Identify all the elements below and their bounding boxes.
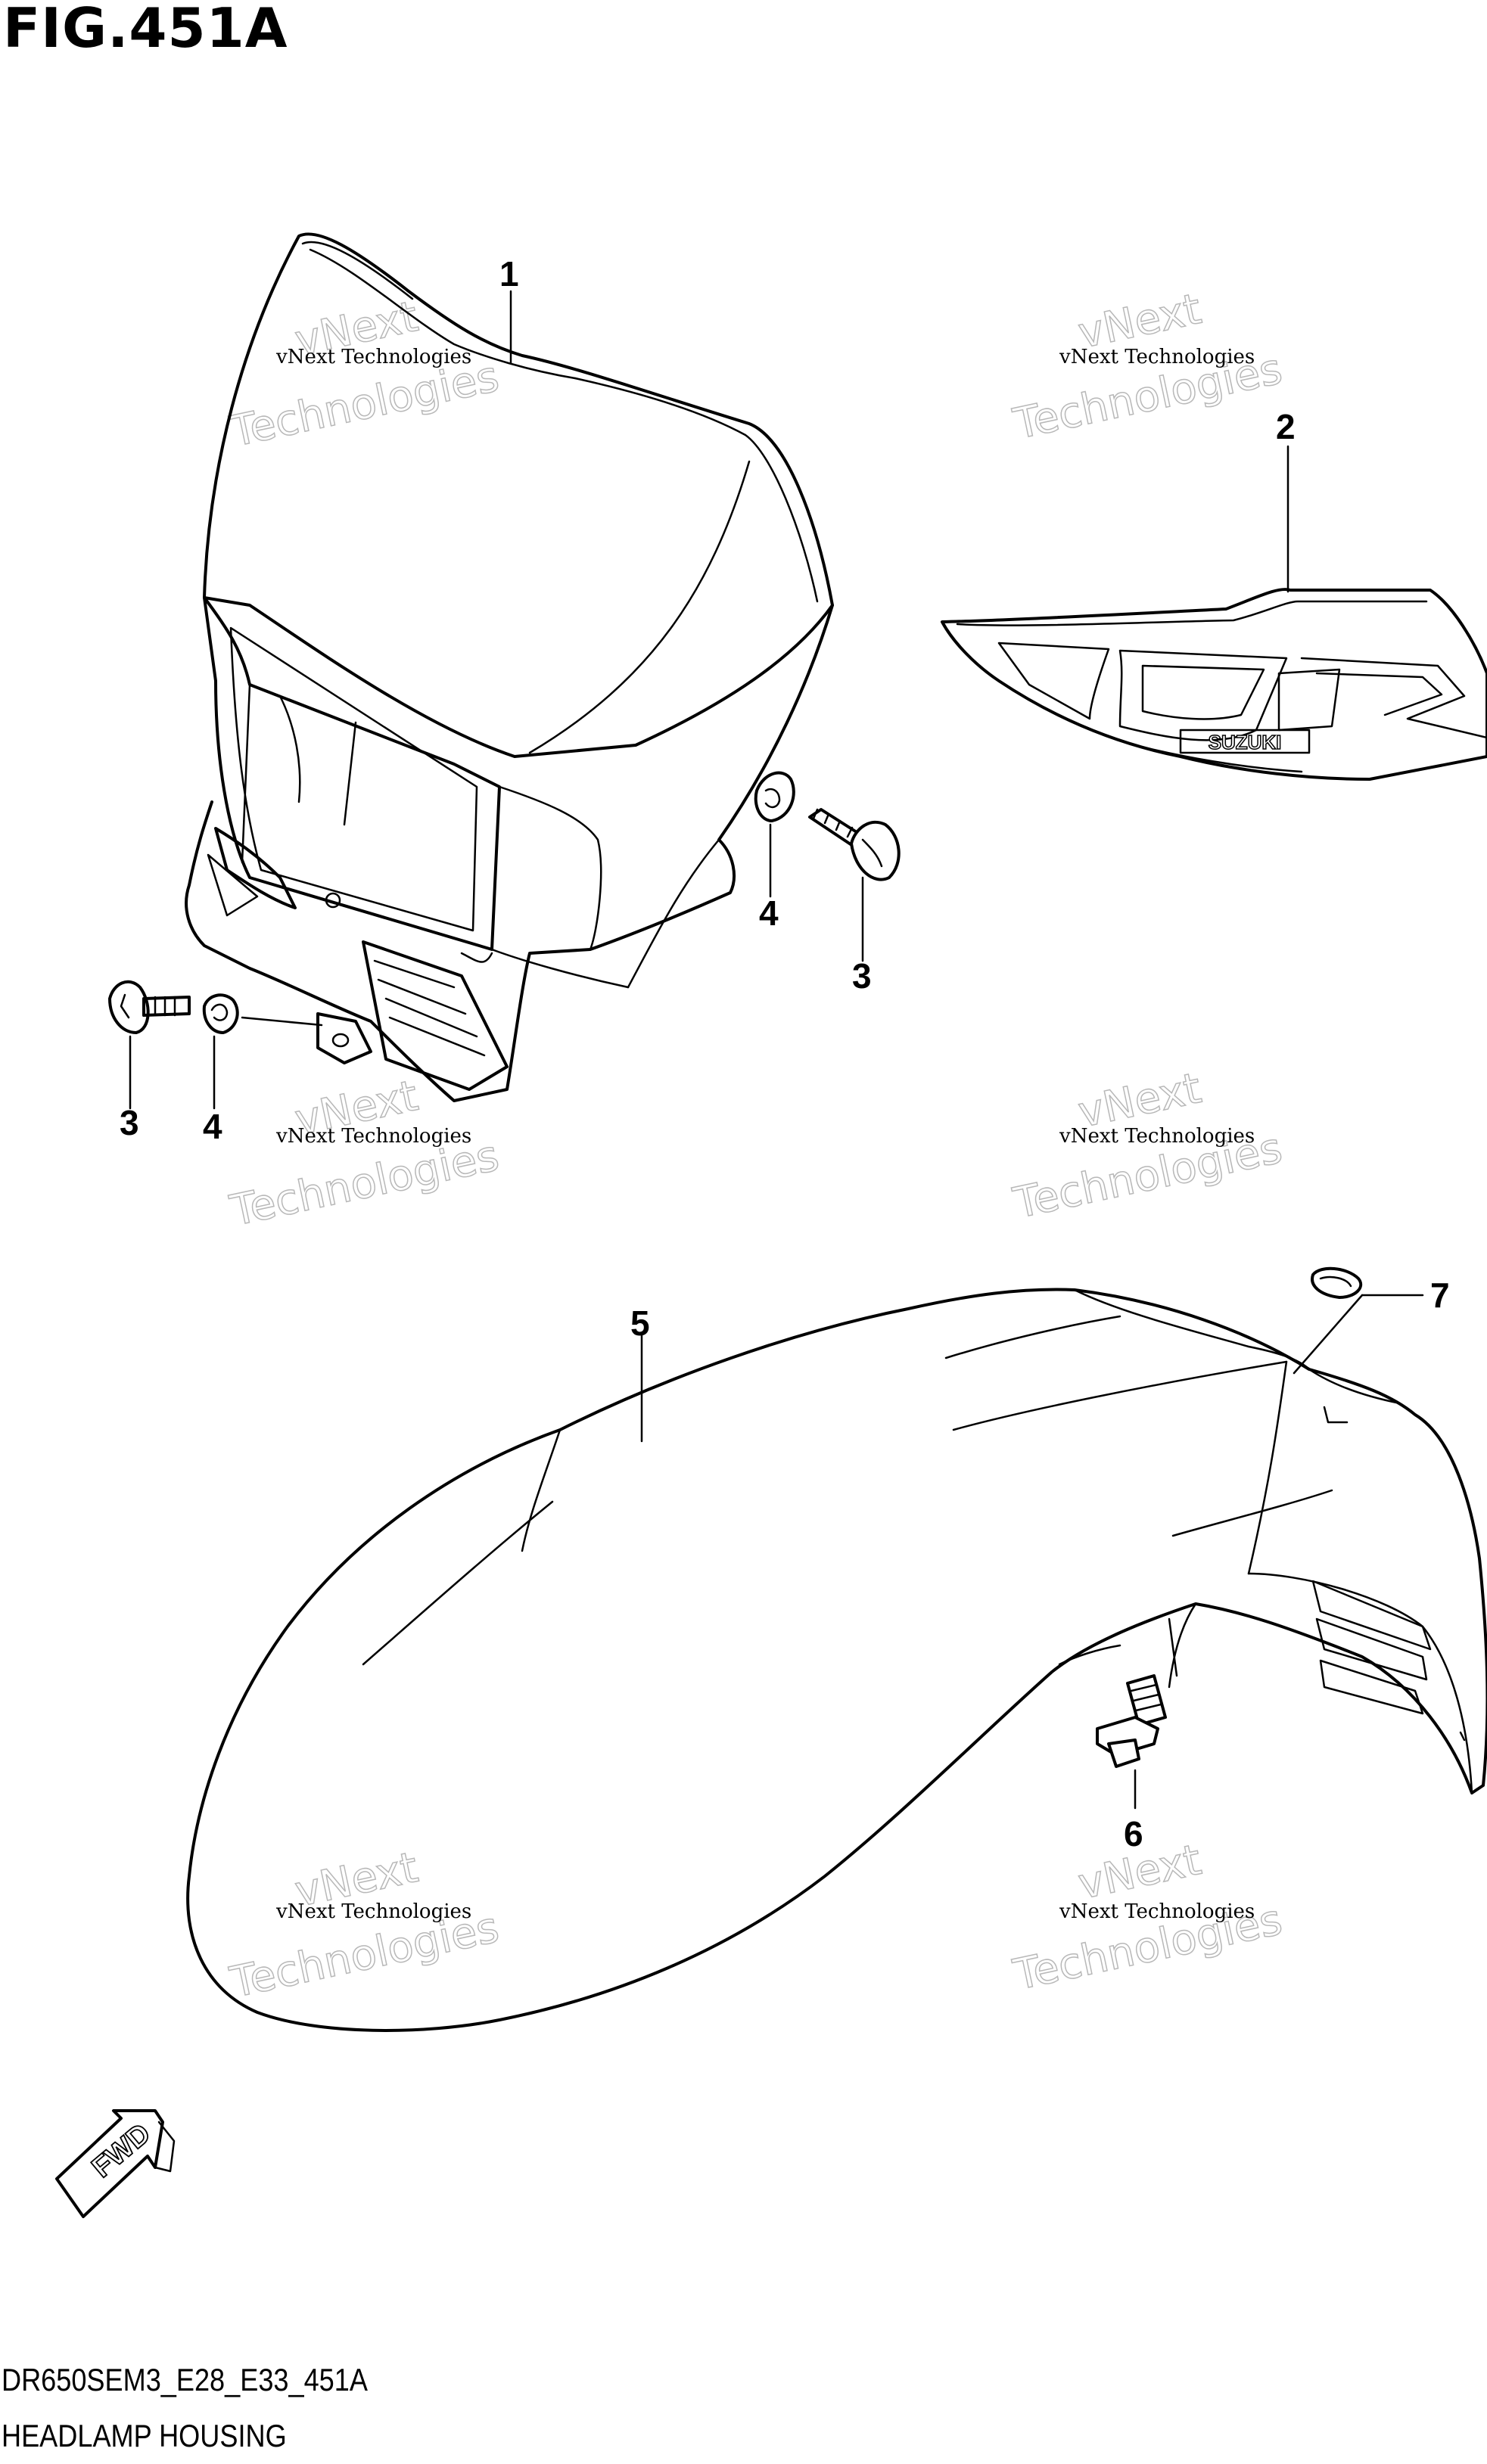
watermark-bottom-left: Technologies vNext vNext Technologies [226, 1842, 504, 2008]
leader-lines [129, 290, 1424, 1810]
watermark-mid-left: Technologies vNext vNext Technologies [226, 1070, 504, 1236]
watermark-bottom-right: Technologies vNext vNext Technologies [1009, 1835, 1287, 2000]
flange-bolt-drawing [1096, 1674, 1167, 1768]
callout-1: 1 [499, 254, 519, 294]
diagram-code: DR650SEM3_E28_E33_451A [2, 2362, 368, 2397]
callouts: 1 2 3 4 3 4 5 6 7 [120, 254, 1450, 1853]
svg-text:vNext Technologies: vNext Technologies [1059, 1900, 1255, 1923]
svg-text:vNext Technologies: vNext Technologies [1059, 346, 1255, 368]
callout-5: 5 [630, 1303, 650, 1343]
svg-text:vNext Technologies: vNext Technologies [275, 1125, 471, 1148]
callout-7: 7 [1430, 1276, 1450, 1315]
bolt-upper-drawing [808, 808, 901, 881]
headlamp-housing-drawing [185, 232, 834, 1102]
grommet-lower-drawing [202, 993, 323, 1034]
decal-drawing: SUZUKI [941, 588, 1487, 781]
watermark-top-left: Technologies vNext vNext Technologies [226, 291, 504, 457]
watermark-top-right: Technologies vNext vNext Technologies [1009, 284, 1287, 449]
watermark-mid-right: Technologies vNext vNext Technologies [1009, 1063, 1287, 1229]
front-fender-drawing [186, 1288, 1487, 2032]
svg-text:vNext Technologies: vNext Technologies [1059, 1125, 1255, 1148]
callout-3-lower: 3 [120, 1103, 139, 1142]
figure-title: FIG.451A [3, 0, 288, 60]
grommet-upper-drawing [754, 771, 795, 822]
svg-text:vNext Technologies: vNext Technologies [275, 1900, 471, 1923]
clip-drawing [1311, 1266, 1363, 1299]
bolt-lower-drawing [108, 980, 191, 1034]
callout-4-lower: 4 [203, 1107, 222, 1146]
callout-6: 6 [1124, 1814, 1143, 1853]
callout-3-upper: 3 [852, 956, 872, 996]
decal-brand-text: SUZUKI [1209, 731, 1282, 753]
diagram-caption: HEADLAMP HOUSING [2, 2418, 287, 2453]
fwd-arrow: FWD [55, 2109, 176, 2218]
callout-4-upper: 4 [759, 893, 779, 933]
svg-text:vNext Technologies: vNext Technologies [275, 346, 471, 368]
callout-2: 2 [1276, 407, 1296, 446]
